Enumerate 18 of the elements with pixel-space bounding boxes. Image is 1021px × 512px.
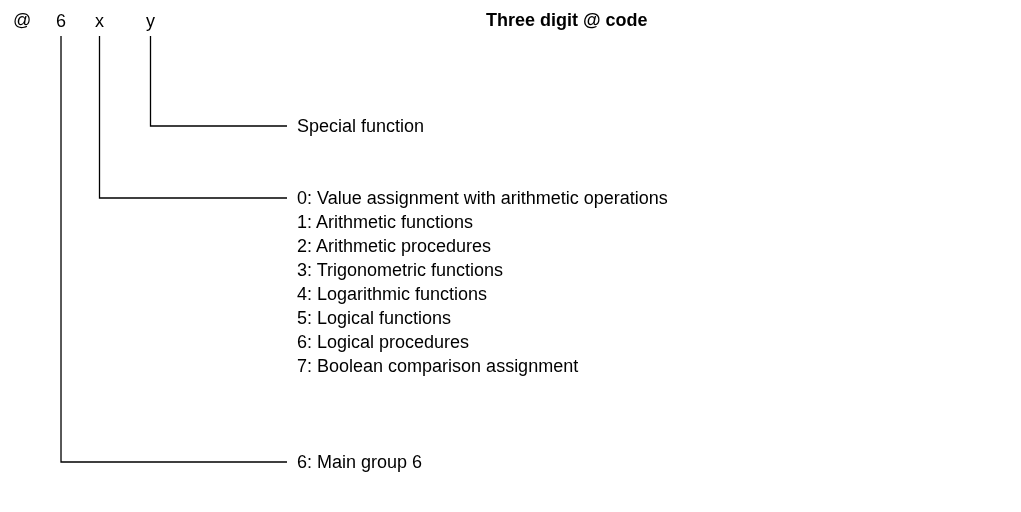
leader-line xyxy=(98,35,288,199)
list-item: 0: Value assignment with arithmetic operations xyxy=(297,187,668,210)
description-text: 6: Main group 6 xyxy=(297,450,423,474)
list-item: 5: Logical functions xyxy=(297,307,453,330)
list-item: 7: Boolean comparison assignment xyxy=(297,355,580,378)
code-digit: 6 xyxy=(56,9,66,33)
list-item: 1: Arithmetic functions xyxy=(297,211,475,234)
description-text: Special function xyxy=(297,114,425,138)
list-item: 4: Logarithmic functions xyxy=(297,283,489,306)
leader-line xyxy=(149,35,288,127)
code-digit: y xyxy=(146,9,155,33)
leader-line xyxy=(60,35,288,463)
title: Three digit @ code xyxy=(486,9,648,31)
code-digit: x xyxy=(95,9,104,33)
list-item: 6: Logical procedures xyxy=(297,331,471,354)
list-item: 3: Trigonometric functions xyxy=(297,259,505,282)
list-item: 2: Arithmetic procedures xyxy=(297,235,493,258)
code-symbol: @ xyxy=(13,9,32,31)
